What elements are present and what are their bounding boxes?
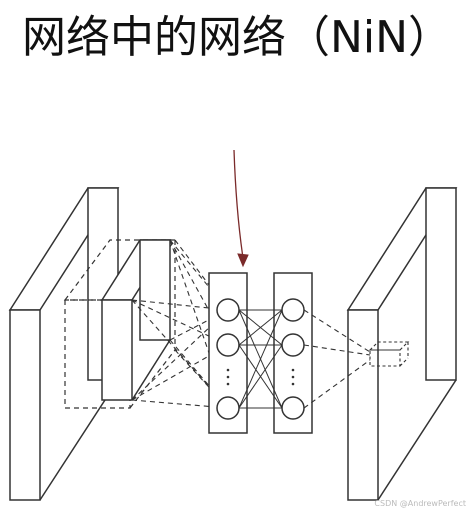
conv-slab xyxy=(100,239,172,401)
output-pixel-cube xyxy=(368,341,410,367)
watermark: CSDN @AndrewPerfect xyxy=(374,499,466,508)
page-title: 网络中的网络（NiN） xyxy=(21,12,453,63)
mlp-layer-1 xyxy=(208,272,248,434)
mlp-to-output-connections xyxy=(303,309,371,409)
arrow-icon xyxy=(233,149,249,268)
output-volume xyxy=(346,187,458,501)
mlp-layer-2 xyxy=(273,272,313,434)
mlp-interconnections xyxy=(238,309,283,409)
